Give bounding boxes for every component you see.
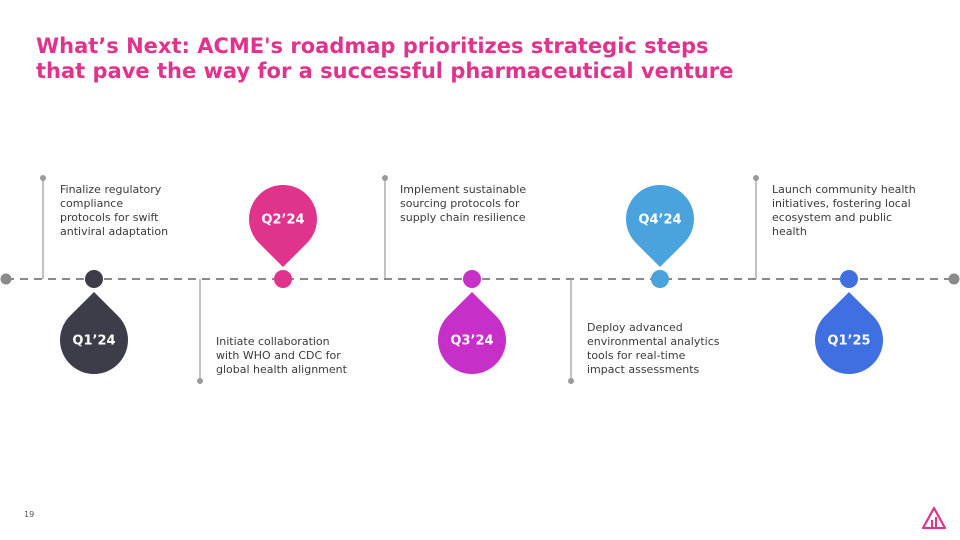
connector-end-dot xyxy=(382,175,388,181)
description-line: antiviral adaptation xyxy=(60,225,169,238)
milestone-label: Q1’25 xyxy=(827,334,870,349)
description-line: global health alignment xyxy=(216,363,347,376)
connector-end-dot xyxy=(568,378,574,384)
description-line: impact assessments xyxy=(587,363,700,376)
milestone-dot xyxy=(274,270,292,288)
description-line: tools for real-time xyxy=(587,349,686,362)
milestone-drop xyxy=(626,185,695,267)
description-line: protocols for swift xyxy=(60,211,159,224)
milestone-drop xyxy=(438,292,506,374)
title-line-1: What’s Next: ACME's roadmap prioritizes … xyxy=(36,34,709,58)
connector-end-dot xyxy=(753,175,759,181)
description-line: Launch community health xyxy=(772,183,916,196)
description-line: supply chain resilience xyxy=(400,211,526,224)
description-line: Initiate collaboration xyxy=(216,335,330,348)
milestone-dot xyxy=(85,270,103,288)
milestone-1: Q1’24 xyxy=(40,175,128,374)
description-line: ecosystem and public xyxy=(772,211,893,224)
description-line: with WHO and CDC for xyxy=(216,349,341,362)
timeline-start-dot xyxy=(0,273,12,285)
title-line-2: that pave the way for a successful pharm… xyxy=(36,59,734,83)
milestone-drop xyxy=(248,184,318,267)
description-line: initiatives, fostering local xyxy=(772,197,911,210)
description-line: Deploy advanced xyxy=(587,321,683,334)
milestone-4: Q4’24 xyxy=(568,185,695,384)
milestone-drop xyxy=(59,292,128,374)
milestone-dot xyxy=(840,270,858,288)
description-line: sourcing protocols for xyxy=(400,197,520,210)
timeline-end-dot xyxy=(948,273,960,285)
milestone-label: Q1’24 xyxy=(72,334,115,349)
milestone-2: Q2’24 xyxy=(197,184,318,384)
description-line: health xyxy=(772,225,807,238)
description-line: compliance xyxy=(60,197,124,210)
company-logo-icon xyxy=(922,507,946,529)
milestone-label: Q2’24 xyxy=(261,213,304,228)
milestone-3: Q3’24 xyxy=(382,175,506,374)
description-line: environmental analytics xyxy=(587,335,720,348)
connector-end-dot xyxy=(40,175,46,181)
milestone-dot xyxy=(651,270,669,288)
milestone-drop xyxy=(815,292,884,375)
milestone-5: Q1’25 xyxy=(753,175,884,375)
page-number: 19 xyxy=(24,510,35,519)
description-line: Implement sustainable xyxy=(400,183,527,196)
description-line: Finalize regulatory xyxy=(60,183,162,196)
page-title: What’s Next: ACME's roadmap prioritizes … xyxy=(36,34,796,84)
milestone-dot xyxy=(463,270,481,288)
connector-end-dot xyxy=(197,378,203,384)
milestone-label: Q4’24 xyxy=(638,213,681,228)
milestone-label: Q3’24 xyxy=(450,334,493,349)
